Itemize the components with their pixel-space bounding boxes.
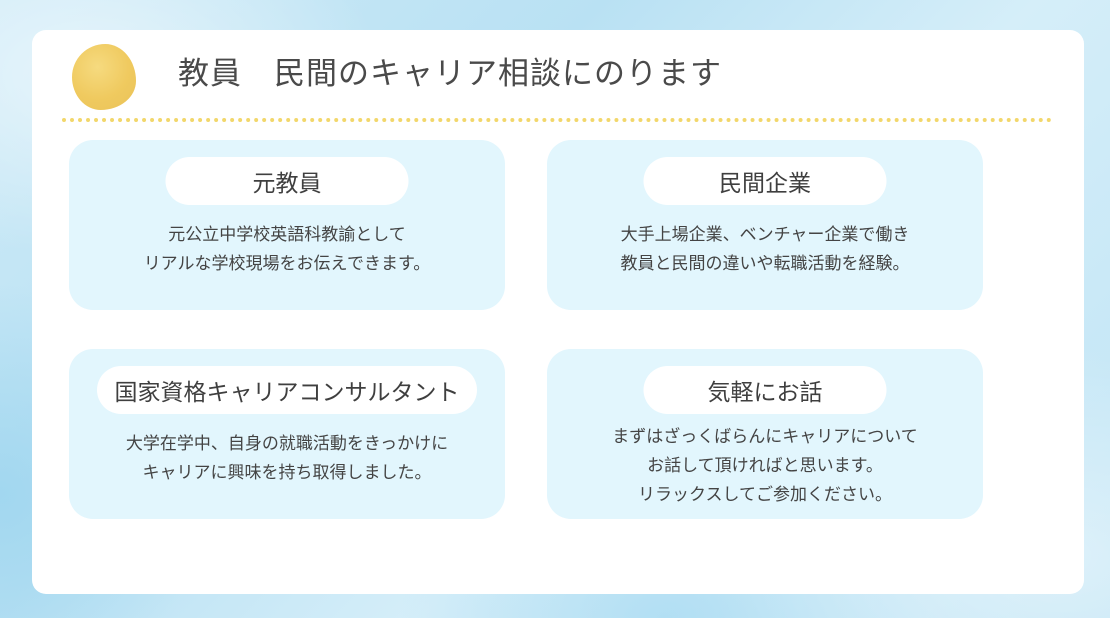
description-line: 元公立中学校英語科教諭として (168, 225, 406, 245)
description-line: まずはざっくばらんにキャリアについて (612, 427, 918, 447)
section-description: 元公立中学校英語科教諭として リアルな学校現場をお伝えできます。 (69, 221, 505, 279)
description-line: リラックスしてご参加ください。 (638, 485, 892, 505)
description-line: リアルな学校現場をお伝えできます。 (143, 254, 431, 274)
section-career-consultant: 国家資格キャリアコンサルタント 大学在学中、自身の就職活動をきっかけに キャリア… (69, 349, 505, 519)
page-title: 教員 民間のキャリア相談にのります (178, 56, 722, 92)
section-label: 元教員 (165, 157, 409, 205)
section-label: 気軽にお話 (643, 366, 887, 414)
section-former-teacher: 元教員 元公立中学校英語科教諭として リアルな学校現場をお伝えできます。 (69, 140, 505, 310)
section-description: 大手上場企業、ベンチャー企業で働き 教員と民間の違いや転職活動を経験。 (547, 221, 983, 279)
section-label: 国家資格キャリアコンサルタント (97, 366, 477, 414)
description-line: 大手上場企業、ベンチャー企業で働き (620, 225, 910, 245)
section-description: 大学在学中、自身の就職活動をきっかけに キャリアに興味を持ち取得しました。 (69, 430, 505, 488)
section-description: まずはざっくばらんにキャリアについて お話して頂ければと思います。 リラックスし… (547, 423, 983, 510)
description-line: お話して頂ければと思います。 (647, 456, 883, 476)
description-line: 大学在学中、自身の就職活動をきっかけに (125, 434, 449, 454)
section-private-company: 民間企業 大手上場企業、ベンチャー企業で働き 教員と民間の違いや転職活動を経験。 (547, 140, 983, 310)
section-label: 民間企業 (643, 157, 887, 205)
section-casual-talk: 気軽にお話 まずはざっくばらんにキャリアについて お話して頂ければと思います。 … (547, 349, 983, 519)
dotted-divider (62, 118, 1052, 122)
description-line: 教員と民間の違いや転職活動を経験。 (620, 254, 910, 274)
yellow-paint-blob-icon (72, 44, 136, 110)
description-line: キャリアに興味を持ち取得しました。 (142, 463, 432, 483)
